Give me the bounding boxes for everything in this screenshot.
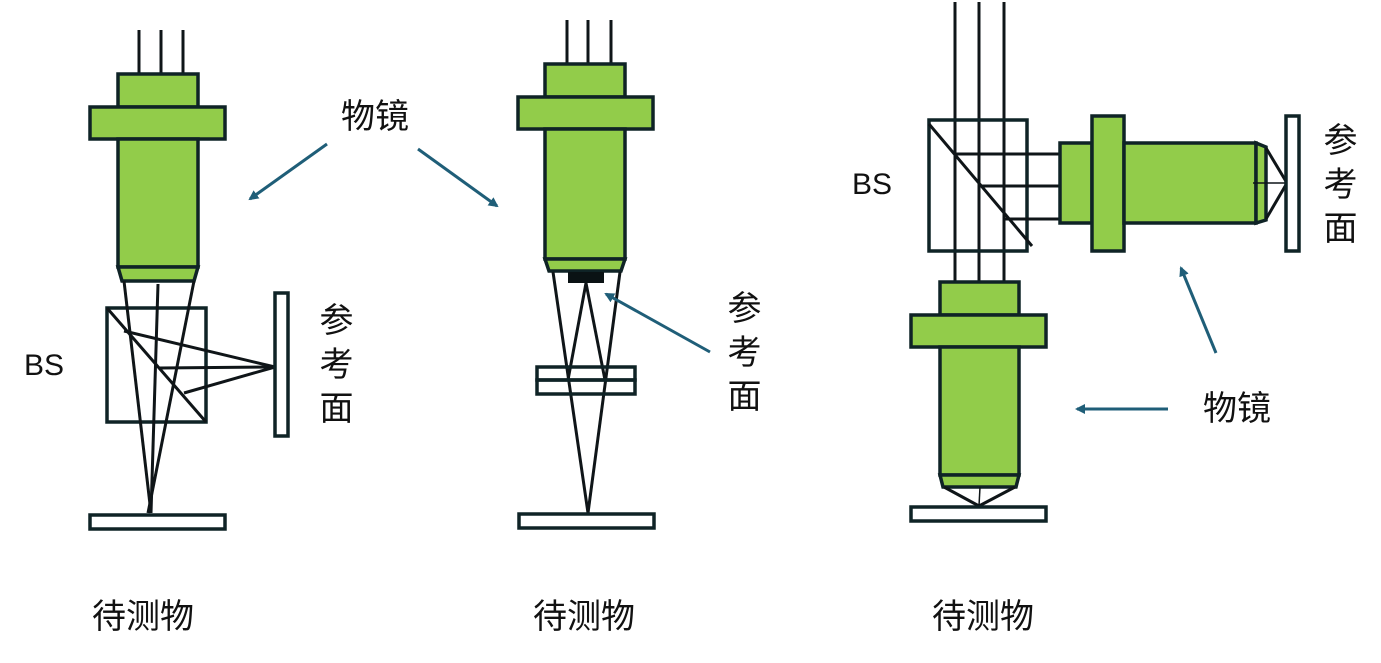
reference-surface-label: 参考面 xyxy=(1317,122,1357,254)
input-beams xyxy=(565,20,613,64)
objective-label: 物镜 xyxy=(341,97,409,137)
reference-mirror xyxy=(273,291,290,438)
sample-objective xyxy=(909,280,1048,508)
reference-objective xyxy=(1058,114,1289,253)
objective-label: 物镜 xyxy=(1203,389,1271,429)
input-beams xyxy=(137,30,185,74)
rays xyxy=(122,280,276,514)
objective-lens xyxy=(516,62,655,273)
panel-michelson xyxy=(88,30,499,531)
reference-surface xyxy=(568,272,604,283)
sample-plate xyxy=(517,512,656,530)
objective-lens xyxy=(88,72,227,283)
sample-plate xyxy=(88,513,227,531)
arrow-to-objective-1 xyxy=(248,142,328,201)
reference-surface-label: 参考面 xyxy=(721,290,761,422)
arrow-to-reference xyxy=(604,292,711,354)
panel-mirau xyxy=(516,20,711,530)
sample-label: 待测物 xyxy=(92,597,194,637)
beam-splitter-label: BS xyxy=(24,349,65,382)
beam-splitter-label: BS xyxy=(852,168,893,201)
sample-label: 待测物 xyxy=(932,597,1034,637)
reference-surface-label: 参考面 xyxy=(313,302,353,434)
arrow-to-objective-2 xyxy=(417,147,499,208)
sample-plate xyxy=(909,505,1048,523)
beam-splitter-plate xyxy=(535,365,637,396)
reference-arm-rays xyxy=(955,152,1060,221)
sample-label: 待测物 xyxy=(533,597,635,637)
arrow-to-reference-objective xyxy=(1179,266,1218,354)
input-beams xyxy=(953,2,1006,282)
panel-linnik xyxy=(909,2,1301,523)
reference-mirror xyxy=(1284,114,1301,253)
